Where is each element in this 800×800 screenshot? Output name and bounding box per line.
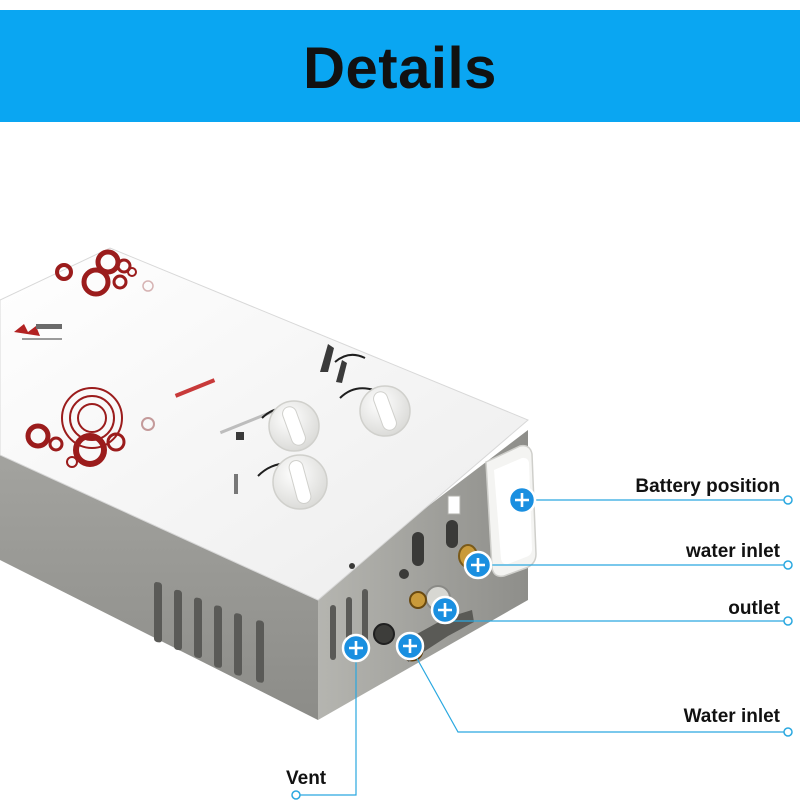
plus-circle-icon xyxy=(341,633,371,663)
water-inlet-label: water inlet xyxy=(686,541,780,562)
vent-callout-line xyxy=(296,648,357,796)
page-title: Details xyxy=(303,35,497,101)
decor-circles-top xyxy=(55,249,154,297)
inlet2-callout-line xyxy=(409,645,788,733)
header-banner: Details xyxy=(0,10,800,122)
callout-endpoints xyxy=(291,495,793,800)
heater-front-panel xyxy=(0,247,529,601)
battery-box xyxy=(485,444,537,578)
plus-circle-icon xyxy=(395,631,425,661)
water-inlet-lower-label: Water inlet xyxy=(683,706,780,727)
vent-slots xyxy=(154,582,264,683)
brand-logo xyxy=(14,324,62,340)
vent-label: Vent xyxy=(286,768,327,789)
outlet-label: outlet xyxy=(728,598,780,619)
battery-position-label: Battery position xyxy=(635,476,780,497)
decor-circles-middle xyxy=(25,387,155,468)
plus-circle-icon xyxy=(430,595,460,625)
plus-circle-icon xyxy=(507,485,537,515)
plus-circle-icon xyxy=(463,550,493,580)
heater-bottom-panel xyxy=(318,430,528,720)
control-knobs xyxy=(268,385,411,510)
